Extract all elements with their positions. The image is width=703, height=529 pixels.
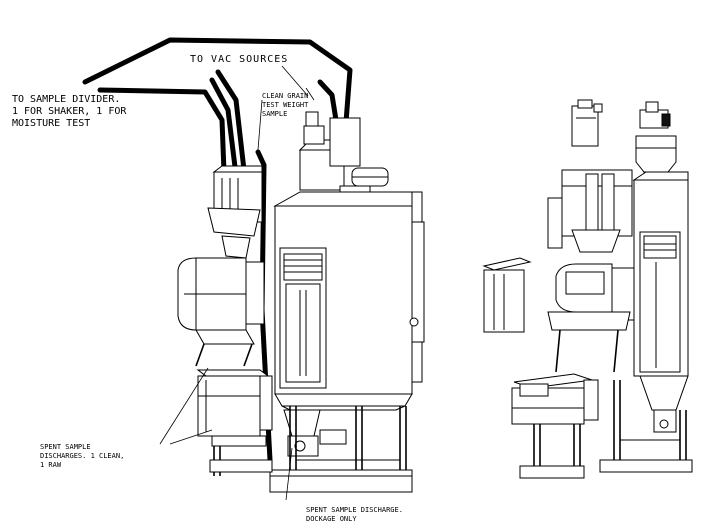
label-sample-divider-3: MOISTURE TEST xyxy=(12,118,90,129)
divider-pipe-2 xyxy=(209,77,239,178)
leader-lines xyxy=(159,65,315,501)
labels: TO VAC SOURCES TO SAMPLE DIVIDER. 1 FOR … xyxy=(12,54,403,523)
label-clean-grain-2: TEST WEIGHT xyxy=(262,101,309,109)
label-spent-dockage-2: DOCKAGE ONLY xyxy=(306,515,357,523)
divider-pipe-3 xyxy=(215,69,247,173)
label-spent-dockage-1: SPENT SAMPLE DISCHARGE. xyxy=(306,506,403,514)
label-sample-divider-1: TO SAMPLE DIVIDER. xyxy=(12,94,120,105)
vac-pipe-inner xyxy=(317,79,339,123)
main-cabinet xyxy=(273,191,425,407)
upper-left-module xyxy=(207,165,263,259)
cyclone-unit xyxy=(298,111,389,201)
shaker-module xyxy=(177,257,265,367)
label-clean-grain-3: SAMPLE xyxy=(262,110,287,118)
right-machine xyxy=(482,99,693,479)
label-spent-discharges-2: DISCHARGES. 1 CLEAN, xyxy=(40,452,124,460)
label-spent-discharges-1: SPENT SAMPLE xyxy=(40,443,91,451)
label-spent-discharges-3: 1 RAW xyxy=(40,461,62,469)
label-clean-grain-1: CLEAN GRAIN xyxy=(262,92,308,100)
label-vac-sources: TO VAC SOURCES xyxy=(190,54,288,65)
left-machine xyxy=(82,37,425,501)
lower-frame xyxy=(209,405,413,493)
divider-pipe-1 xyxy=(97,87,227,175)
label-sample-divider-2: 1 FOR SHAKER, 1 FOR xyxy=(12,106,127,117)
vac-pipe-outer xyxy=(82,37,353,125)
lower-bin-module xyxy=(196,369,273,447)
